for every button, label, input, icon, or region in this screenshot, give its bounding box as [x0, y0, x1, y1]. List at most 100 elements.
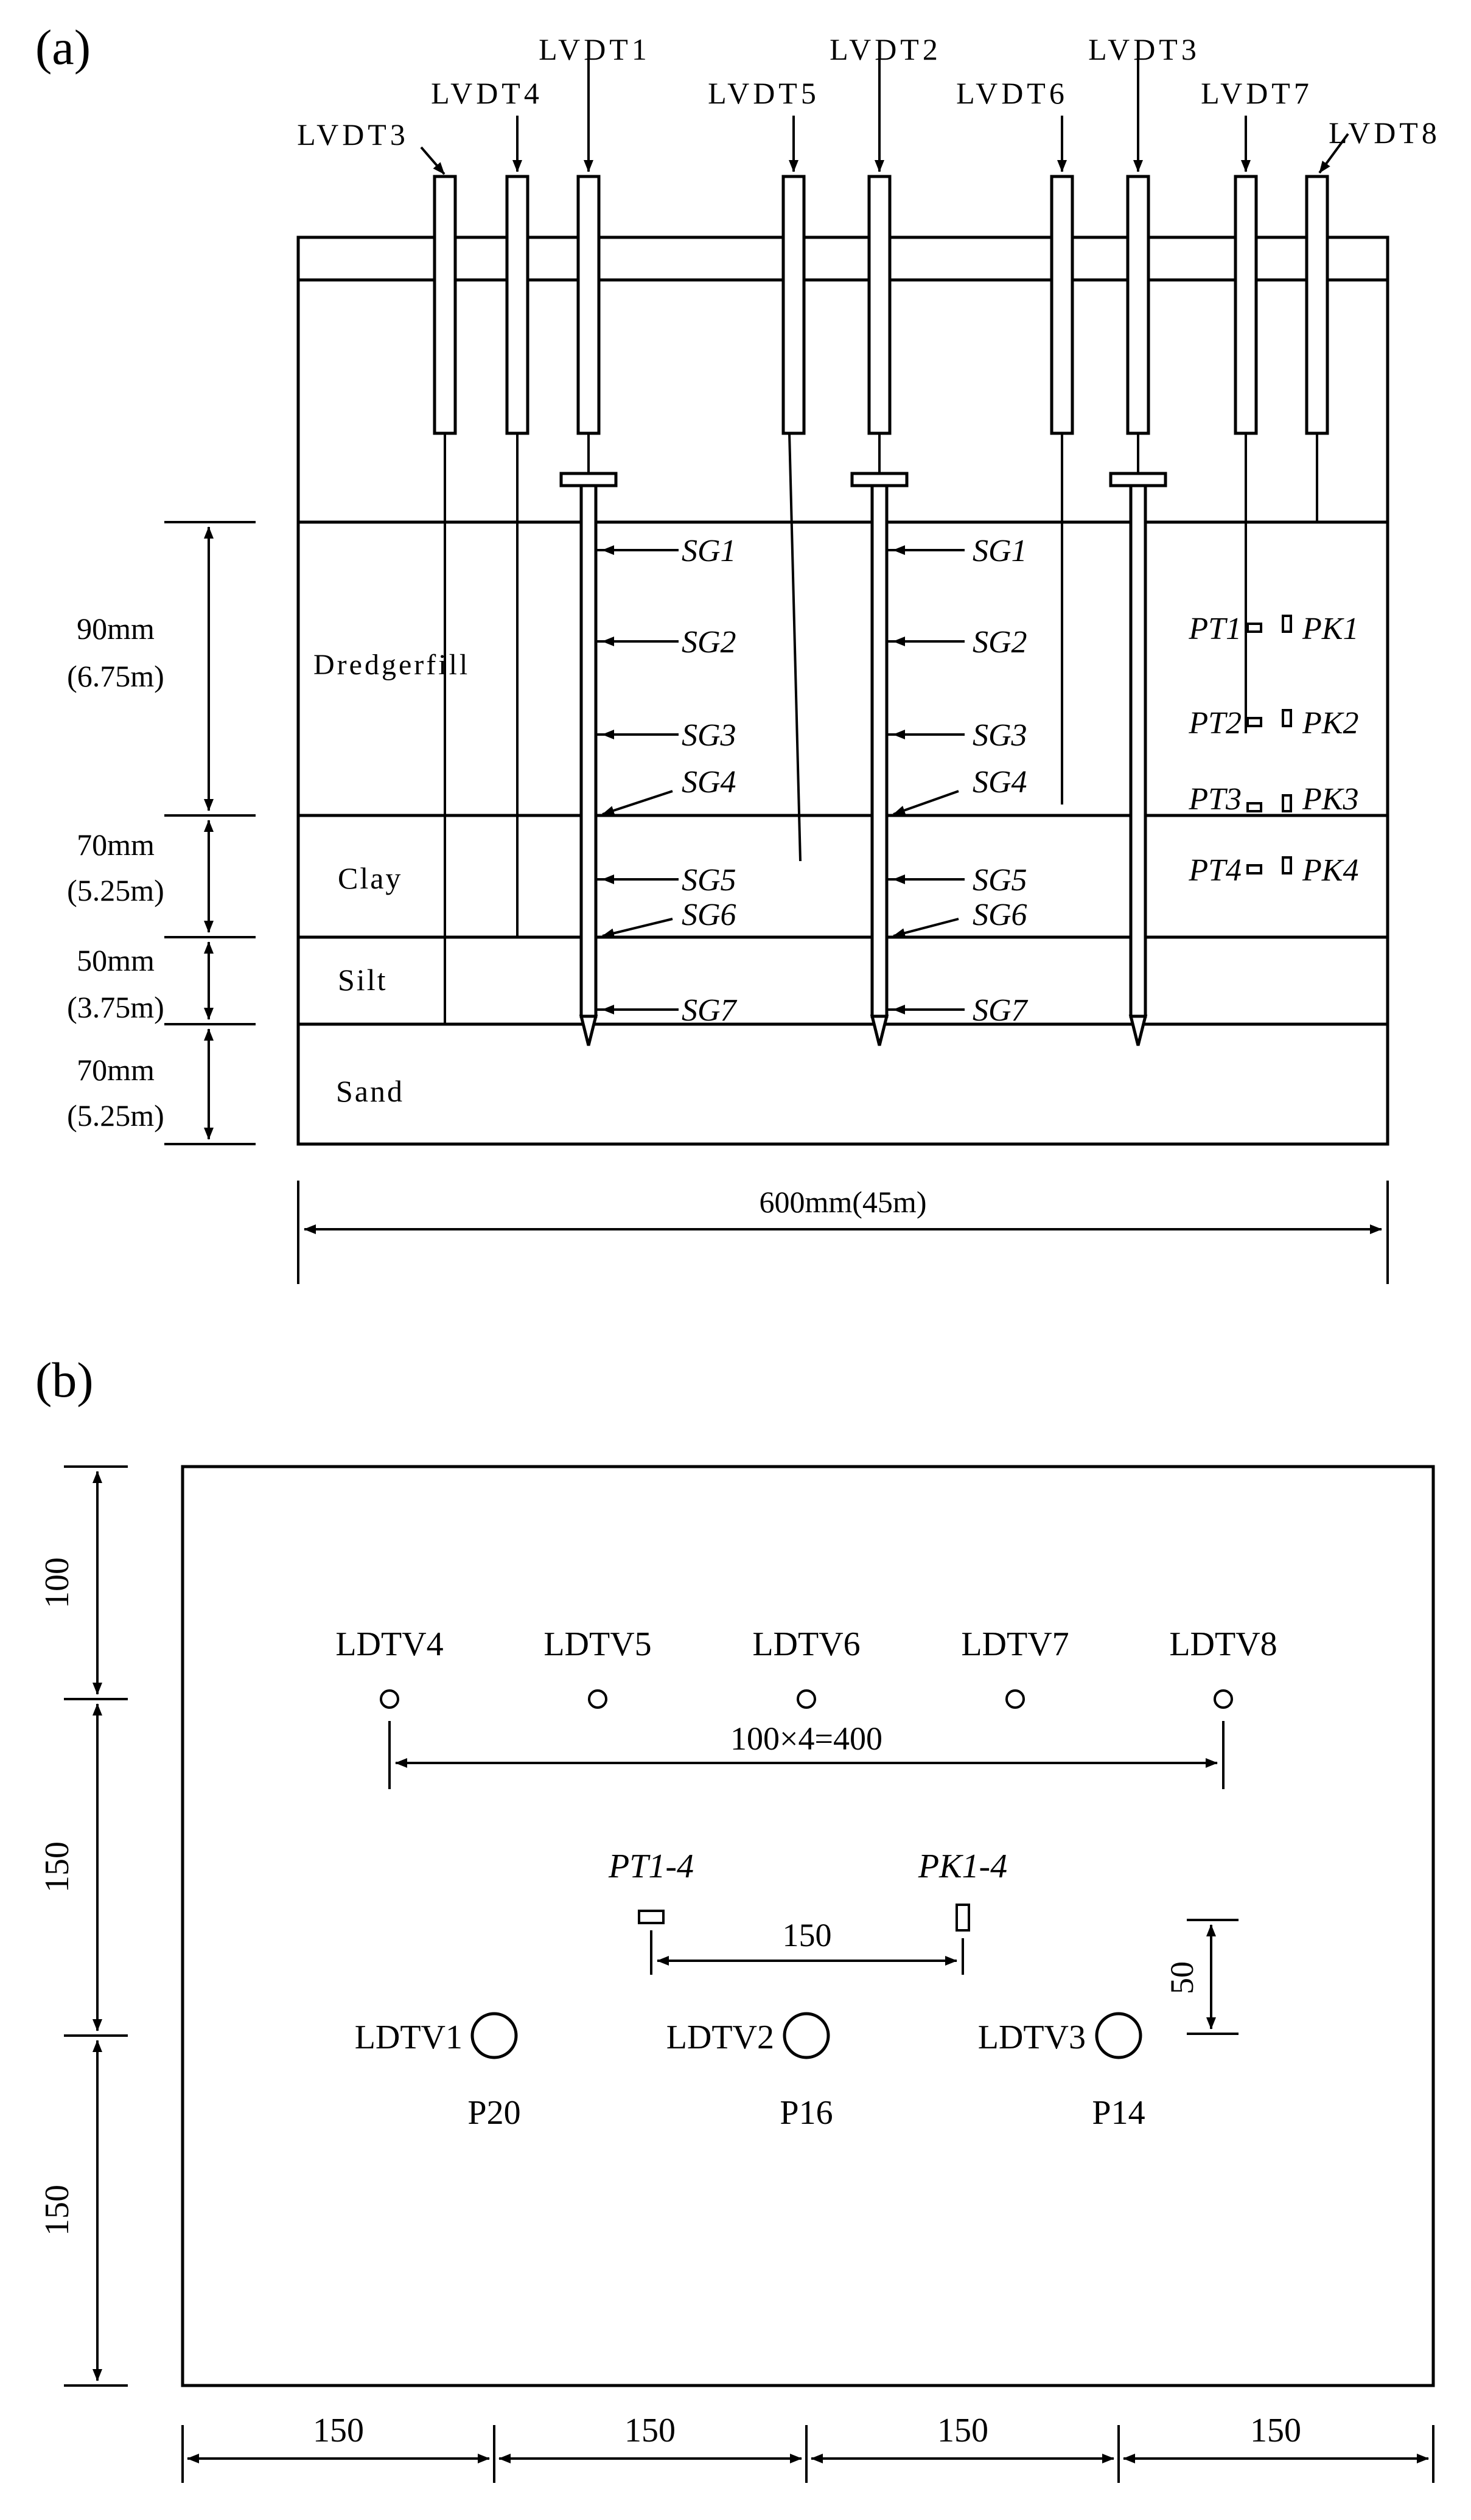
thickness-dredgerfill-m: (6.75m): [67, 659, 164, 693]
pt1-label: PT1: [1188, 612, 1242, 646]
bottom-dimensions: [181, 2425, 1434, 2483]
sg4-left-label: SG4: [682, 765, 736, 800]
strain-gauge-ticks: [596, 549, 900, 1011]
sg2-middle-label: SG2: [973, 625, 1027, 660]
bottom-dim-3-label: 150: [937, 2412, 988, 2449]
lvdt4-label: LVDT4: [431, 76, 543, 110]
bottom-dim-4-label: 150: [1250, 2412, 1301, 2449]
left-dim-100-label: 100: [38, 1557, 76, 1608]
lvdt2-label: LVDT2: [830, 32, 942, 66]
thickness-sand-m: (5.25m): [67, 1098, 164, 1133]
sg6-left-label: SG6: [682, 898, 736, 932]
sg4-middle-label: SG4: [973, 765, 1027, 800]
bottom-dim-labels: 150 150 150 150: [313, 2412, 1301, 2449]
thickness-silt-m: (3.75m): [67, 990, 164, 1024]
sg1-middle-label: SG1: [973, 534, 1027, 568]
offset-label: 50: [1164, 1961, 1200, 1994]
pk-group-label: PK1-4: [918, 1848, 1007, 1885]
offset-dimension: [1187, 1919, 1239, 2035]
ldtv3-label: LDTV3: [978, 2019, 1086, 2056]
pile-p14-label: P14: [1092, 2094, 1145, 2132]
sg5-left-label: SG5: [682, 863, 736, 898]
lvdt6-label: LVDT6: [956, 76, 1068, 110]
lvdt-rods: [433, 175, 1329, 1024]
sg2-left-label: SG2: [682, 625, 736, 660]
strain-gauge-labels-middle: SG1 SG2 SG3 SG4 SG5 SG6 SG7: [973, 534, 1029, 1028]
ldtv2-label: LDTV2: [666, 2019, 774, 2056]
pt-pk-labels: PT1 PT2 PT3 PT4 PK1 PK2 PK3 PK4: [1188, 612, 1358, 888]
ldtv8-label: LDTV8: [1169, 1625, 1277, 1663]
strain-gauge-arrows: [602, 545, 965, 1014]
pile-p16-label: P16: [780, 2094, 833, 2132]
ldtv-row-markers: [380, 1689, 1233, 1709]
pt-pk-spacing-dimension: [650, 1930, 964, 1975]
thickness-dredgerfill-mm: 90mm: [77, 612, 155, 646]
pile-middle: [850, 175, 909, 1046]
pile-right: [1109, 175, 1167, 1046]
pt3-label: PT3: [1188, 782, 1242, 817]
layer-label-dredgerfill: Dredgerfill: [313, 649, 470, 681]
pk2-label: PK2: [1302, 706, 1358, 741]
pt-group-marker: [638, 1910, 665, 1924]
ldtv-spacing-label: 100×4=400: [730, 1720, 882, 1757]
pk-group-marker: [956, 1904, 970, 1932]
pile-ldtv-labels: LDTV1 LDTV2 LDTV3: [355, 2019, 1086, 2056]
panel-b: (b) LDTV4 LDTV5 LDTV6 LDTV7 LDTV8 100×4=…: [35, 1352, 1435, 2483]
pile-markers: [470, 2012, 1142, 2059]
pk4-label: PK4: [1302, 853, 1358, 888]
thickness-clay-mm: 70mm: [77, 828, 155, 862]
ldtv5-label: LDTV5: [543, 1625, 651, 1663]
bottom-dim-1-label: 150: [313, 2412, 364, 2449]
ldtv-row-labels: LDTV4 LDTV5 LDTV6 LDTV7 LDTV8: [335, 1625, 1277, 1663]
pile-left: [559, 175, 618, 1046]
thickness-sand-mm: 70mm: [77, 1053, 155, 1087]
sg7-middle-label: SG7: [973, 993, 1029, 1028]
pt-group-label: PT1-4: [608, 1848, 694, 1885]
ldtv7-label: LDTV7: [961, 1625, 1069, 1663]
lvdt5-label: LVDT5: [708, 76, 820, 110]
left-dim-150-lower-label: 150: [38, 2185, 76, 2236]
panel-a-label: (a): [35, 19, 91, 75]
layer-label-clay: Clay: [338, 861, 402, 895]
pile-p20-label: P20: [467, 2094, 520, 2132]
panel-a: (a) Dredgerfill Clay Silt Sand 90mm (6.7…: [35, 19, 1441, 1284]
sg1-left-label: SG1: [682, 534, 736, 568]
layer-label-silt: Silt: [338, 963, 387, 997]
pt-pk-spacing-label: 150: [783, 1917, 832, 1953]
thickness-clay-m: (5.25m): [67, 873, 164, 907]
sg7-left-label: SG7: [682, 993, 738, 1028]
lvdt1-label: LVDT1: [539, 32, 651, 66]
ldtv1-label: LDTV1: [355, 2019, 463, 2056]
sg6-middle-label: SG6: [973, 898, 1027, 932]
left-dimensions: [64, 1465, 128, 2387]
thickness-dimensions: [164, 521, 256, 1145]
panel-b-label: (b): [35, 1352, 94, 1408]
lvdt3-top-label: LVDT3: [1088, 32, 1200, 66]
ldtv4-label: LDTV4: [335, 1625, 443, 1663]
thickness-silt-mm: 50mm: [77, 943, 155, 977]
width-dimension: [297, 1181, 1389, 1284]
left-dim-150-upper-label: 150: [38, 1841, 76, 1893]
sg3-left-label: SG3: [682, 718, 736, 753]
pt4-label: PT4: [1188, 853, 1242, 888]
plan-view-box: [181, 1465, 1435, 2387]
sg5-middle-label: SG5: [973, 863, 1027, 898]
pt-pk-sensors: [1246, 615, 1292, 874]
lvdt8-label: LVDT8: [1329, 116, 1441, 150]
strain-gauge-labels-left: SG1 SG2 SG3 SG4 SG5 SG6 SG7: [682, 534, 738, 1028]
pk1-label: PK1: [1302, 612, 1358, 646]
layer-label-sand: Sand: [336, 1074, 404, 1108]
model-width-label: 600mm(45m): [760, 1185, 927, 1219]
ldtv6-label: LDTV6: [752, 1625, 860, 1663]
bottom-dim-2-label: 150: [624, 2412, 676, 2449]
sg3-middle-label: SG3: [973, 718, 1027, 753]
ldtv-spacing-dimension: [388, 1721, 1225, 1789]
lvdt-arrows: [420, 58, 1349, 175]
pk3-label: PK3: [1302, 782, 1358, 817]
lvdt7-label: LVDT7: [1201, 76, 1313, 110]
soil-model-box: [296, 236, 1389, 1146]
pile-labels: P20 P16 P14: [467, 2094, 1145, 2132]
pt2-label: PT2: [1188, 706, 1242, 741]
lvdt3-left-label: LVDT3: [297, 117, 409, 152]
